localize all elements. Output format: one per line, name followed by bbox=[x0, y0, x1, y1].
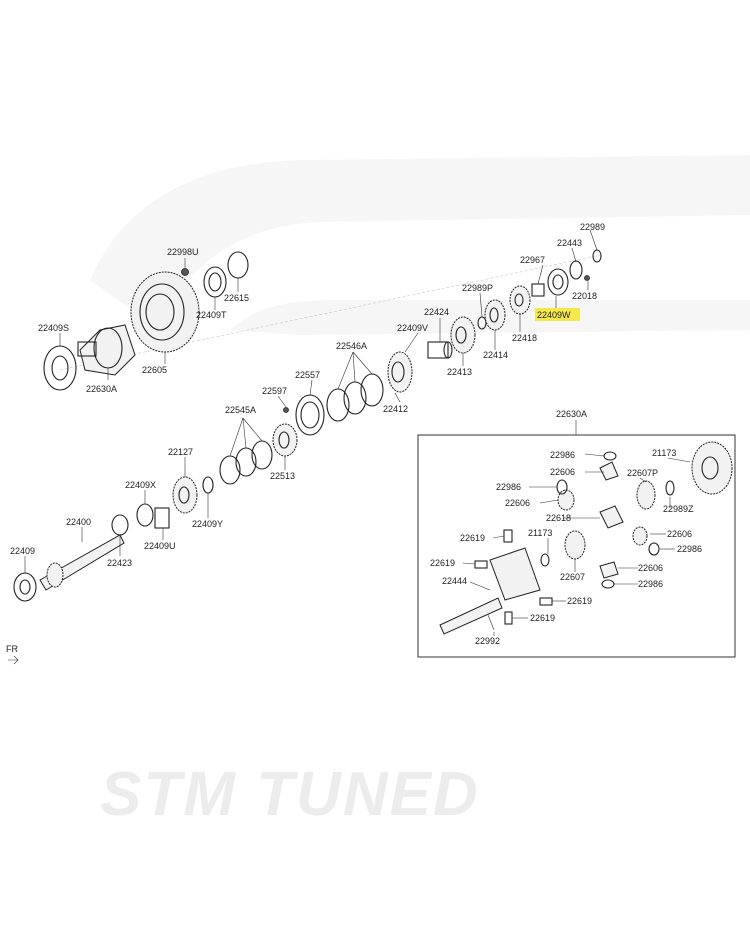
label-22409t: 22409T bbox=[196, 310, 227, 320]
differential-22630a bbox=[77, 324, 136, 376]
inset-label-22986-d: 22986 bbox=[638, 579, 663, 589]
inset-label-22992: 22992 bbox=[475, 636, 500, 646]
label-22412: 22412 bbox=[383, 404, 408, 414]
pinion-22606-top bbox=[599, 461, 619, 481]
watermark-text: STM TUNED bbox=[100, 760, 480, 829]
inset-label-21173-a: 21173 bbox=[652, 448, 676, 458]
spacer-22424 bbox=[427, 341, 453, 359]
inset-label-22619-a: 22619 bbox=[460, 533, 485, 543]
pinion-22606-bottom bbox=[599, 561, 619, 579]
inset-label-22444: 22444 bbox=[442, 576, 467, 586]
label-22513: 22513 bbox=[270, 471, 295, 481]
label-22998u: 22998U bbox=[167, 247, 199, 257]
inset-label-22606-c: 22606 bbox=[667, 529, 692, 539]
washer-22423 bbox=[111, 514, 129, 536]
label-22989p: 22989P bbox=[462, 283, 493, 293]
label-22967: 22967 bbox=[520, 255, 545, 265]
label-22414: 22414 bbox=[483, 350, 508, 360]
pinion-22606-right bbox=[632, 526, 648, 546]
label-22443: 22443 bbox=[557, 238, 582, 248]
label-22557: 22557 bbox=[295, 370, 320, 380]
inset-label-22607: 22607 bbox=[560, 572, 585, 582]
gear-22418 bbox=[509, 285, 531, 315]
gear-22127 bbox=[172, 476, 198, 514]
label-22409u: 22409U bbox=[144, 541, 176, 551]
label-22630a: 22630A bbox=[86, 384, 117, 394]
inset-label-22986-a: 22986 bbox=[550, 450, 575, 460]
bearing-22409 bbox=[13, 572, 37, 602]
inset-label-21173-b: 21173 bbox=[528, 528, 552, 538]
bolt-22998u bbox=[181, 268, 189, 276]
label-22409y: 22409Y bbox=[192, 519, 223, 529]
inset-label-22606-b: 22606 bbox=[505, 498, 530, 508]
inset-label-22606-d: 22606 bbox=[638, 563, 663, 573]
ring-22409y bbox=[202, 476, 214, 494]
pin-22992 bbox=[487, 614, 495, 631]
label-22409: 22409 bbox=[10, 546, 35, 556]
spring-22597 bbox=[283, 407, 289, 413]
ring-22443 bbox=[569, 260, 583, 280]
gear-22414 bbox=[484, 299, 506, 331]
label-22597: 22597 bbox=[262, 386, 287, 396]
inset-label-22618: 22618 bbox=[546, 513, 571, 523]
inset-label-22619-b: 22619 bbox=[430, 558, 455, 568]
side-gear-22607 bbox=[564, 530, 586, 560]
differential-case-21173 bbox=[691, 441, 733, 495]
part-labels: 22989 22443 22967 22018 22409W 22998U 22… bbox=[10, 222, 702, 646]
part-highlight bbox=[535, 308, 580, 321]
label-22127: 22127 bbox=[168, 447, 193, 457]
gear-22413 bbox=[450, 316, 476, 354]
label-22424: 22424 bbox=[424, 307, 449, 317]
shaft-22444 bbox=[439, 597, 503, 635]
inset-label-22619-c: 22619 bbox=[567, 596, 592, 606]
label-22409s: 22409S bbox=[38, 323, 69, 333]
cross-22618 bbox=[599, 505, 624, 529]
inset-label-22989z: 22989Z bbox=[663, 504, 694, 514]
leader-lines bbox=[24, 229, 691, 636]
bearing-22409s bbox=[43, 345, 77, 391]
inset-label-22986-c: 22986 bbox=[677, 544, 702, 554]
direction-label: FR bbox=[6, 644, 18, 654]
hub-22513 bbox=[272, 423, 298, 457]
pinion-22606-left bbox=[557, 489, 575, 511]
label-22418: 22418 bbox=[512, 333, 537, 343]
bearing-22409u bbox=[154, 507, 170, 529]
label-22545a: 22545A bbox=[225, 405, 256, 415]
bearing-22409x bbox=[136, 503, 154, 527]
inset-label-22606-a: 22606 bbox=[550, 467, 575, 477]
label-22409x: 22409X bbox=[125, 480, 156, 490]
direction-arrow-icon bbox=[8, 655, 19, 665]
label-22605: 22605 bbox=[142, 365, 167, 375]
label-22400: 22400 bbox=[66, 517, 91, 527]
label-22989: 22989 bbox=[580, 222, 605, 232]
ring-gear-22605 bbox=[130, 271, 200, 353]
label-22546a: 22546A bbox=[336, 341, 367, 351]
side-gear-22607p bbox=[636, 480, 656, 510]
inset-label-22619-d: 22619 bbox=[530, 613, 555, 623]
pin-22018 bbox=[584, 275, 590, 281]
inset-box bbox=[417, 434, 736, 658]
bearing-22409w bbox=[547, 268, 569, 296]
shaft-22400 bbox=[39, 534, 125, 591]
sleeve-22557 bbox=[295, 394, 325, 436]
label-22409w: 22409W bbox=[537, 310, 571, 320]
bearing-22409t bbox=[203, 266, 227, 298]
label-22018: 22018 bbox=[572, 291, 597, 301]
inset-label-22986-b: 22986 bbox=[496, 482, 521, 492]
inset-title: 22630A bbox=[556, 409, 587, 419]
label-22615: 22615 bbox=[224, 293, 249, 303]
label-22409v: 22409V bbox=[397, 323, 428, 333]
label-22413: 22413 bbox=[447, 367, 472, 377]
inset-label-22607p: 22607P bbox=[627, 468, 658, 478]
ring-22615 bbox=[227, 251, 249, 279]
bearing-22409v bbox=[387, 351, 413, 393]
sleeve-22967 bbox=[531, 283, 545, 297]
case-21173-lower bbox=[489, 547, 541, 601]
label-22423: 22423 bbox=[107, 558, 132, 568]
